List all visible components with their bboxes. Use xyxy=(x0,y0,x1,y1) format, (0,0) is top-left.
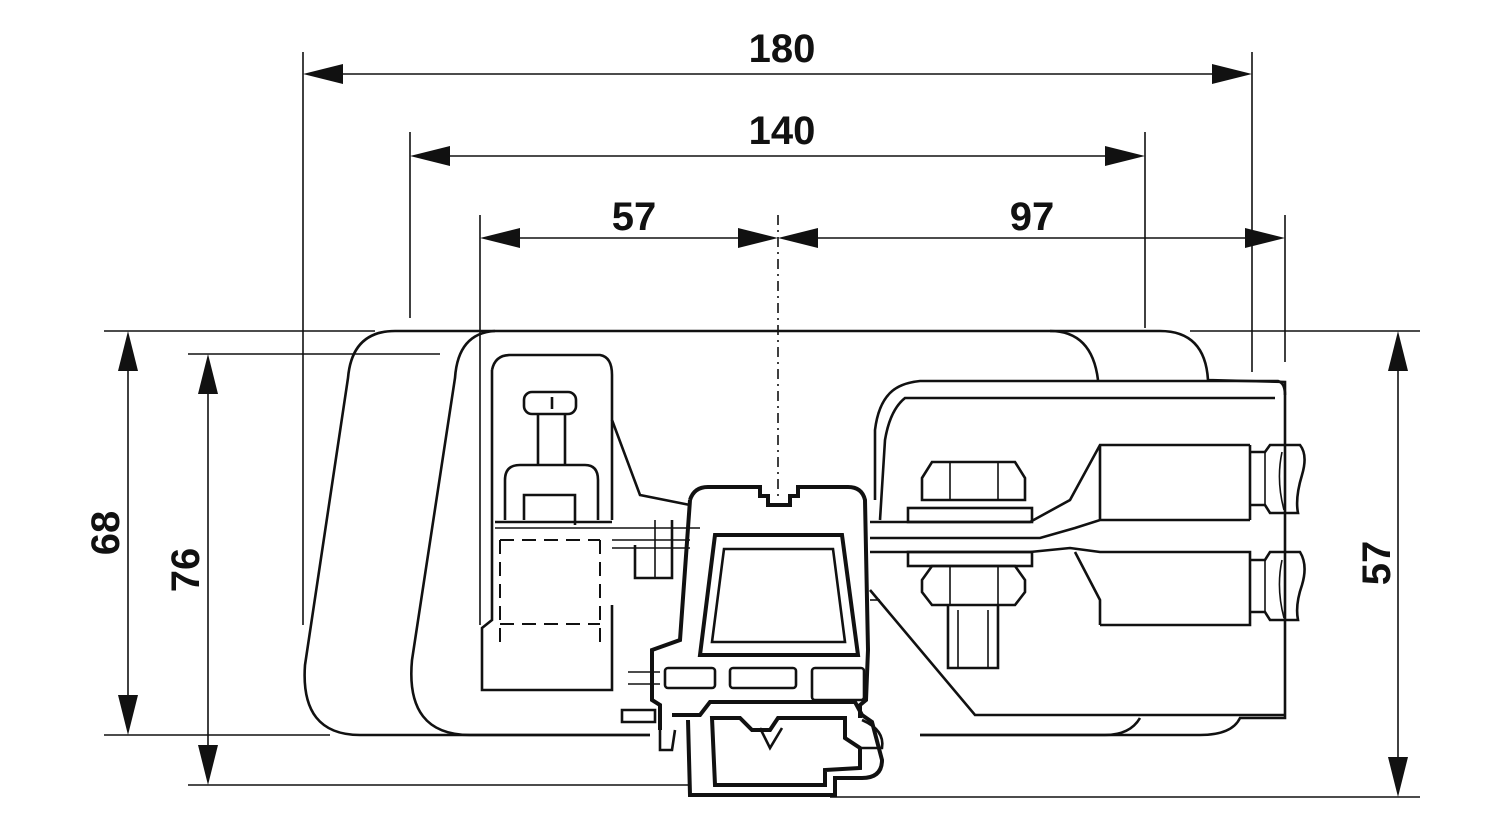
arrowhead-right-140 xyxy=(1105,146,1145,166)
left-terminal xyxy=(480,353,700,692)
washer-bottom xyxy=(906,550,1034,568)
dimension-label-180: 180 xyxy=(749,27,816,71)
cable-end-top xyxy=(1250,443,1306,515)
bracket-outer xyxy=(873,379,1287,500)
screw-shank xyxy=(536,414,567,465)
rail-outline-inner xyxy=(709,716,862,787)
dimension-height-68: 68 xyxy=(84,330,375,736)
busbar-upper xyxy=(870,443,1250,524)
dimension-height-76: 76 xyxy=(164,353,688,786)
busbar-lower xyxy=(870,546,1252,627)
cable-end-bottom-detail xyxy=(1264,559,1285,619)
bracket-inner xyxy=(878,396,1275,521)
arrowhead-right-97 xyxy=(1245,228,1285,248)
inner-cover-top-right xyxy=(1049,329,1100,381)
dimension-offsets: 57 97 xyxy=(479,195,1286,625)
dimension-label-140: 140 xyxy=(749,109,816,153)
arrowhead-right-180 xyxy=(1212,64,1252,84)
right-terminal xyxy=(869,379,1306,717)
nut-top xyxy=(920,460,1027,502)
terminal-block-left-edge xyxy=(650,499,692,730)
dimension-label-68: 68 xyxy=(84,511,128,556)
busbar-lower-bend xyxy=(1073,551,1102,625)
screw-head xyxy=(522,390,578,416)
center-terminal-block xyxy=(620,485,884,752)
connector-lines xyxy=(612,539,690,549)
right-hook xyxy=(861,718,884,750)
left-foot-clip xyxy=(620,708,657,724)
nut-top-faces xyxy=(949,462,999,500)
inner-cover-outline xyxy=(410,329,650,737)
dimension-label-97: 97 xyxy=(1010,195,1055,239)
left-terminal-base xyxy=(480,370,614,692)
dimension-label-76: 76 xyxy=(164,548,208,593)
terminal-window-outer xyxy=(697,533,861,657)
arrowhead-left-180 xyxy=(303,64,343,84)
foot-lines xyxy=(628,671,660,685)
busbar-middle xyxy=(870,518,1250,540)
arrowhead-left-140 xyxy=(410,146,450,166)
clamp-upper xyxy=(503,463,600,520)
lower-body-diagonal xyxy=(869,589,1285,717)
arrowhead-bottom-68 xyxy=(118,695,138,735)
dimension-inner-width: 140 xyxy=(409,109,1146,328)
arrowhead-bottom-76 xyxy=(198,745,218,785)
connector-block xyxy=(633,520,674,580)
arrowhead-top-68 xyxy=(118,331,138,371)
rail-latch xyxy=(758,727,784,751)
left-hook xyxy=(658,729,677,752)
terminal-block-outline xyxy=(688,485,871,718)
cable-end-bottom xyxy=(1250,550,1306,622)
bolt-thread xyxy=(957,610,989,668)
terminal-window-inner xyxy=(710,547,847,644)
arrowhead-top-57-right xyxy=(1388,331,1408,371)
inner-cover-bottom-right xyxy=(920,717,1142,737)
outer-cover-left-outline xyxy=(303,329,650,737)
dimension-height-57-right: 57 xyxy=(830,330,1420,798)
nut-bottom-faces xyxy=(949,566,999,605)
dimension-overall-width: 180 xyxy=(302,27,1253,625)
marker-slot-1 xyxy=(663,666,717,690)
marker-slot-2 xyxy=(728,666,798,690)
arrowhead-bottom-57-right xyxy=(1388,757,1408,797)
marker-slot-3 xyxy=(810,666,866,702)
dimension-label-57-right: 57 xyxy=(1355,541,1399,586)
arrowhead-top-76 xyxy=(198,354,218,394)
rail-outline-outer xyxy=(672,700,885,797)
dimension-label-57-top: 57 xyxy=(612,195,657,239)
nut-bottom xyxy=(920,564,1027,607)
arrowhead-left-57 xyxy=(480,228,520,248)
arrowhead-center-right xyxy=(778,228,818,248)
cable-end-top-detail xyxy=(1264,451,1285,511)
din-rail xyxy=(672,700,885,797)
arrowhead-center-left xyxy=(738,228,778,248)
left-terminal-body xyxy=(490,353,691,507)
bolt-shank xyxy=(946,605,1000,670)
washer-top xyxy=(906,506,1034,524)
clamp-inner xyxy=(522,493,577,525)
busbar-upper-block xyxy=(1098,445,1252,520)
